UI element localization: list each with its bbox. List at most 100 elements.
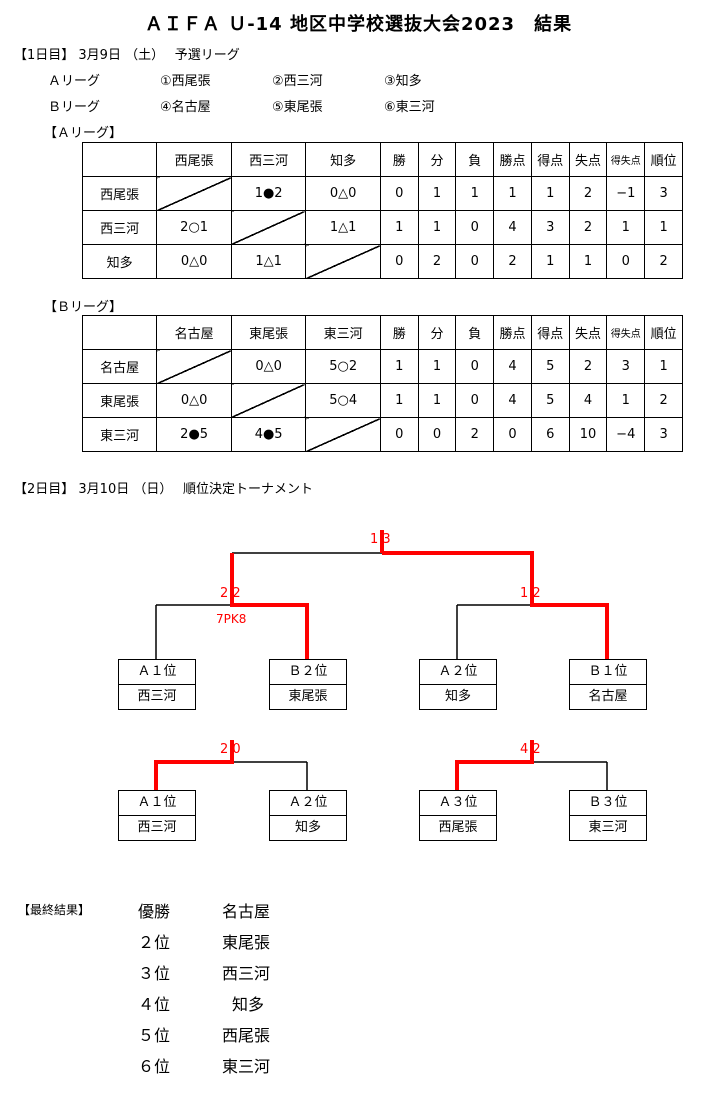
- stat-cell: 3: [644, 176, 683, 211]
- stat-cell: −4: [606, 417, 646, 452]
- row-team: 東三河: [81, 417, 158, 452]
- third-place-score: 2 0: [220, 742, 241, 757]
- group-b-label: Ｂリーグ: [48, 100, 101, 115]
- stat-cell: 4: [568, 383, 608, 418]
- diagonal-cell: [305, 417, 381, 452]
- stat-cell: 1: [568, 244, 608, 279]
- rank-team: 名古屋: [222, 902, 271, 921]
- row-team: 東尾張: [81, 383, 158, 418]
- seed-label: Ｂ２位: [288, 664, 328, 679]
- stat-cell: 0: [455, 349, 495, 384]
- group-a-team-1: ①西尾張: [160, 74, 211, 89]
- rank-team: 東三河: [222, 1057, 271, 1076]
- team-name: 西三河: [119, 815, 195, 840]
- match-cell: 0△0: [305, 176, 381, 211]
- stat-cell: 1: [379, 383, 419, 418]
- match-cell: 5○2: [305, 349, 381, 384]
- fifth-place-score: 4 2: [520, 742, 541, 757]
- header-team: 西三河: [230, 142, 307, 177]
- stat-cell: 2: [644, 244, 683, 279]
- league-b-table: 名古屋 東尾張 東三河 勝 分 負 勝点 得点 失点 得失点 順位 名古屋 0△…: [81, 315, 683, 452]
- stat-cell: 3: [644, 417, 683, 452]
- stat-cell: 1: [530, 244, 570, 279]
- header-rank: 順位: [644, 142, 683, 177]
- header-rank: 順位: [644, 315, 683, 350]
- match-cell: 5○4: [305, 383, 381, 418]
- bracket-box: Ａ２位 知多: [419, 659, 497, 710]
- table-header-row: 名古屋 東尾張 東三河 勝 分 負 勝点 得点 失点 得失点 順位: [81, 315, 683, 350]
- day1-heading: 【1日目】 3月9日 （土） 予選リーグ: [14, 48, 240, 63]
- diagonal-cell: [230, 383, 307, 418]
- group-b-team-3: ⑥東三河: [384, 100, 435, 115]
- diagonal-cell: [156, 349, 232, 384]
- table-row: 名古屋 0△0 5○2 1 1 0 4 5 2 3 1: [81, 349, 683, 384]
- page-title: ＡＩＦＡ Ｕ-14 地区中学校選抜大会2023 結果: [144, 14, 573, 35]
- bracket-box: Ａ３位 西尾張: [419, 790, 497, 841]
- rank-team: 西三河: [222, 964, 271, 983]
- rank-label: ４位: [138, 995, 171, 1014]
- bracket-box: Ｂ２位 東尾張: [269, 659, 347, 710]
- stat-cell: 2: [644, 383, 683, 418]
- row-team: 西三河: [81, 210, 158, 245]
- stat-cell: 1: [644, 349, 683, 384]
- row-team: 名古屋: [81, 349, 158, 384]
- stat-cell: 4: [493, 349, 532, 384]
- seed-label: Ａ２位: [288, 795, 328, 810]
- seed-label: Ａ１位: [137, 795, 177, 810]
- rank-label: 優勝: [138, 902, 171, 921]
- stat-cell: 1: [417, 383, 457, 418]
- match-cell: 4●5: [230, 417, 307, 452]
- stat-cell: 0: [455, 383, 495, 418]
- stat-cell: 1: [493, 176, 532, 211]
- header-goals-against: 失点: [568, 315, 608, 350]
- stat-cell: 4: [493, 383, 532, 418]
- corner-cell: [81, 315, 158, 350]
- stat-cell: −1: [606, 176, 646, 211]
- rank-label: ６位: [138, 1057, 171, 1076]
- stat-cell: 0: [379, 417, 419, 452]
- corner-cell: [81, 142, 158, 177]
- bracket-box: Ａ２位 知多: [269, 790, 347, 841]
- match-cell: 1△1: [305, 210, 381, 245]
- rank-label: ２位: [138, 933, 171, 952]
- stat-cell: 0: [417, 417, 457, 452]
- team-name: 西三河: [119, 684, 195, 709]
- table-row: 西三河 2○1 1△1 1 1 0 4 3 2 1 1: [81, 210, 683, 245]
- stat-cell: 2: [568, 210, 608, 245]
- rank-team: 知多: [232, 995, 265, 1014]
- table-row: 知多 0△0 1△1 0 2 0 2 1 1 0 2: [81, 244, 683, 279]
- bracket-box: Ｂ１位 名古屋: [569, 659, 647, 710]
- header-goal-diff: 得失点: [606, 142, 646, 177]
- bracket-box: Ｂ３位 東三河: [569, 790, 647, 841]
- semi-left-pk: 7PK8: [216, 612, 247, 626]
- semi-left-score: 2 2: [220, 586, 241, 601]
- team-name: 西尾張: [420, 815, 496, 840]
- group-b-team-1: ④名古屋: [160, 100, 211, 115]
- header-win: 勝: [379, 142, 419, 177]
- seed-label: Ａ１位: [137, 664, 177, 679]
- rank-label: ３位: [138, 964, 171, 983]
- rank-team: 東尾張: [222, 933, 271, 952]
- seed-label: Ｂ３位: [588, 795, 628, 810]
- diagonal-cell: [305, 244, 381, 279]
- diagonal-cell: [156, 176, 232, 211]
- group-b-team-2: ⑤東尾張: [272, 100, 323, 115]
- header-team: 知多: [305, 142, 381, 177]
- league-a-label: 【Ａリーグ】: [44, 126, 123, 141]
- header-goals-for: 得点: [530, 142, 570, 177]
- stat-cell: 0: [455, 244, 495, 279]
- stat-cell: 0: [493, 417, 532, 452]
- header-win: 勝: [379, 315, 419, 350]
- table-row: 東三河 2●5 4●5 0 0 2 0 6 10 −4 3: [81, 417, 683, 452]
- header-team: 名古屋: [156, 315, 232, 350]
- team-name: 東尾張: [270, 684, 346, 709]
- group-a-team-2: ②西三河: [272, 74, 323, 89]
- seed-label: Ａ３位: [438, 795, 478, 810]
- stat-cell: 2: [568, 176, 608, 211]
- final-score: 1 3: [370, 532, 391, 547]
- header-team: 東尾張: [230, 315, 307, 350]
- group-a-team-3: ③知多: [384, 74, 422, 89]
- semi-right-score: 1 2: [520, 586, 541, 601]
- row-team: 知多: [81, 244, 158, 279]
